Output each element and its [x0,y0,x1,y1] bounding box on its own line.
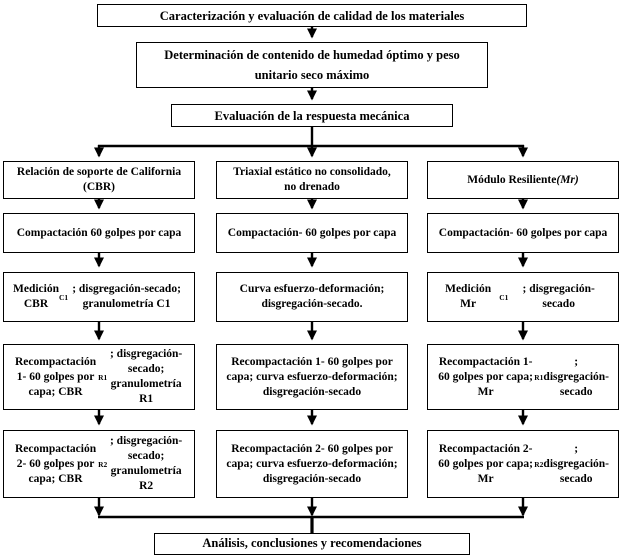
node-modulo-recompactacion-2: Recompactación 2- 60 golpes por capa; Mr… [427,430,619,498]
text-segment: R2 [534,459,544,469]
text-segment: Medición Mr [445,283,492,310]
node-modulo-compactacion: Compactación- 60 golpes por capa [427,213,619,253]
text-segment: Recompactación 1- 60 golpes por capa; cu… [226,355,398,398]
text-segment: Recompactación 2- 60 golpes por capa; Mr [438,442,533,485]
text-segment: R1 [98,372,108,382]
node-modulo-header: Módulo Resiliente (Mr) [427,161,619,199]
node-analisis-conclusiones: Análisis, conclusiones y recomendaciones [154,533,470,555]
node-triaxial-curva: Curva esfuerzo-deformación; disgregación… [216,272,408,322]
text-segment: ; disgregación-secado; granulometría R1 [109,348,183,405]
text-segment: Módulo Resiliente [467,173,557,186]
node-cbr-compactacion: Compactación 60 golpes por capa [3,213,195,253]
node-cbr-recompactacion-1: Recompactación 1- 60 golpes por capa; CB… [3,344,195,410]
node-cbr-header: Relación de soporte de California (CBR) [3,161,195,199]
text-segment: R2 [98,459,108,469]
node-modulo-medicion: Medición Mr C1 ; disgregación-secado [427,272,619,322]
text-segment: ; disgregación-secado [522,283,595,310]
node-humedad: Determinación de contenido de humedad óp… [136,42,488,88]
node-cbr-recompactacion-2: Recompactación 2- 60 golpes por capa; CB… [3,430,195,498]
text-segment: Triaxial estático no consolidado, no dre… [233,166,391,193]
text-segment: ; disgregación-secado [543,442,610,485]
text-segment: ; disgregación-secado [543,355,610,398]
text-segment: Recompactación 1- 60 golpes por capa; CB… [14,355,97,398]
text-segment: ; disgregación-secado; granulometría R2 [109,435,183,492]
text-segment: C1 [59,292,69,302]
text-segment: Curva esfuerzo-deformación; disgregación… [239,283,385,310]
text-segment: Compactación- 60 golpes por capa [227,226,397,239]
text-segment: Medición CBR [13,283,59,310]
node-triaxial-compactacion: Compactación- 60 golpes por capa [216,213,408,253]
node-triaxial-recompactacion-2: Recompactación 2- 60 golpes por capa; cu… [216,430,408,498]
node-modulo-recompactacion-1: Recompactación 1- 60 golpes por capa; Mr… [427,344,619,410]
text-segment: R1 [534,372,544,382]
text-segment: Compactación 60 golpes por capa [16,226,182,239]
node-triaxial-header: Triaxial estático no consolidado, no dre… [216,161,408,199]
text-segment: (Mr) [556,173,579,186]
node-respuesta-mecanica: Evaluación de la respuesta mecánica [171,104,453,127]
text-segment: Relación de soporte de California (CBR) [16,166,182,193]
text-segment: Compactación- 60 golpes por capa [438,226,608,239]
node-triaxial-recompactacion-1: Recompactación 1- 60 golpes por capa; cu… [216,344,408,410]
text-segment: ; disgregación-secado; granulometría C1 [72,283,181,310]
text-segment: C1 [499,292,509,302]
text-segment: Recompactación 2- 60 golpes por capa; cu… [226,442,398,485]
text-segment: Recompactación 1- 60 golpes por capa; Mr [438,355,533,398]
node-caracterizacion: Caracterización y evaluación de calidad … [97,4,527,27]
text-segment: Recompactación 2- 60 golpes por capa; CB… [14,442,97,485]
